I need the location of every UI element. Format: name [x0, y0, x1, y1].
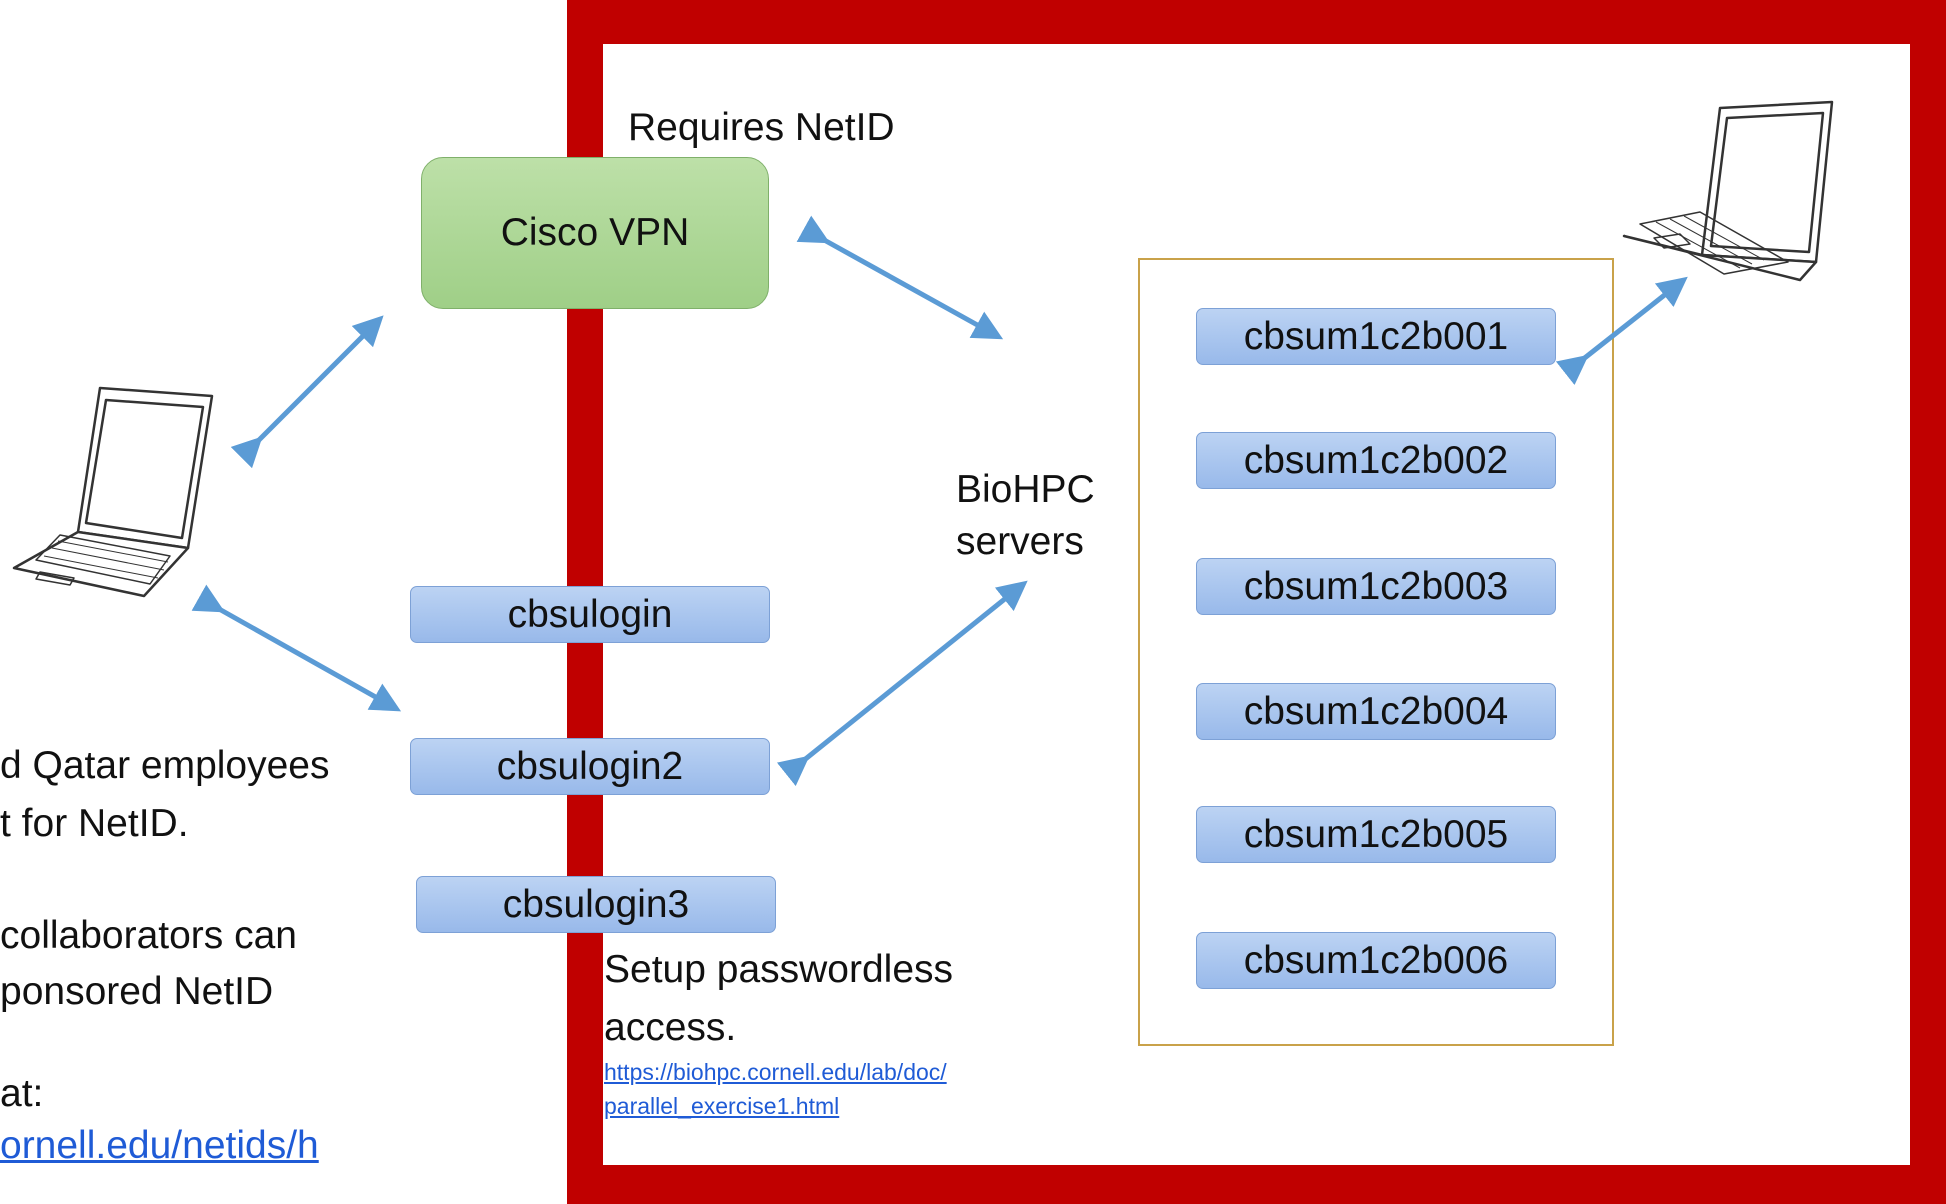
cisco-vpn-node: Cisco VPN: [421, 157, 769, 309]
cisco-vpn-label: Cisco VPN: [500, 211, 690, 254]
passwordless-line2: access.: [604, 1006, 737, 1049]
login-node-cbsulogin2: cbsulogin2: [410, 738, 770, 795]
server-node-2: cbsum1c2b002: [1196, 432, 1556, 489]
left-note-line2: t for NetID.: [0, 802, 189, 845]
server-node-5: cbsum1c2b005: [1196, 806, 1556, 863]
server-node-6: cbsum1c2b006: [1196, 932, 1556, 989]
login-node-cbsulogin: cbsulogin: [410, 586, 770, 643]
server-node-1: cbsum1c2b001: [1196, 308, 1556, 365]
biohpc-server-group: [1138, 258, 1614, 1046]
server-node-label: cbsum1c2b003: [1243, 564, 1509, 608]
arrow-login2-servers: [776, 580, 1028, 787]
laptop-icon: [12, 386, 214, 598]
passwordless-line1: Setup passwordless: [604, 948, 954, 991]
laptop-icon: [1622, 100, 1834, 282]
server-node-label: cbsum1c2b004: [1243, 689, 1509, 733]
biohpc-label-line2: servers: [956, 520, 1084, 563]
doc-link-line1[interactable]: https://biohpc.cornell.edu/lab/doc/: [604, 1059, 947, 1085]
left-note-line4: ponsored NetID: [0, 970, 274, 1013]
arrow-vpn-servers: [796, 215, 1004, 340]
arrow-laptop-vpn: [230, 315, 384, 469]
left-note-line1: d Qatar employees: [0, 744, 330, 787]
left-note-line5: at:: [0, 1072, 44, 1115]
server-node-label: cbsum1c2b005: [1243, 812, 1509, 856]
login-node-label: cbsulogin2: [496, 744, 684, 788]
server-node-3: cbsum1c2b003: [1196, 558, 1556, 615]
left-note-line3: collaborators can: [0, 914, 297, 957]
left-netid-link[interactable]: ornell.edu/netids/h: [0, 1124, 319, 1167]
login-node-cbsulogin3: cbsulogin3: [416, 876, 776, 933]
arrow-laptop-server1: [1555, 276, 1688, 386]
requires-netid-label: Requires NetID: [628, 106, 895, 149]
doc-link-line2[interactable]: parallel_exercise1.html: [604, 1093, 840, 1119]
arrow-laptop-login: [191, 584, 402, 712]
biohpc-label-line1: BioHPC: [956, 468, 1095, 511]
login-node-label: cbsulogin: [507, 592, 673, 636]
login-node-label: cbsulogin3: [502, 882, 690, 926]
server-node-label: cbsum1c2b001: [1243, 314, 1509, 358]
server-node-label: cbsum1c2b006: [1243, 938, 1509, 982]
server-node-4: cbsum1c2b004: [1196, 683, 1556, 740]
server-node-label: cbsum1c2b002: [1243, 438, 1509, 482]
